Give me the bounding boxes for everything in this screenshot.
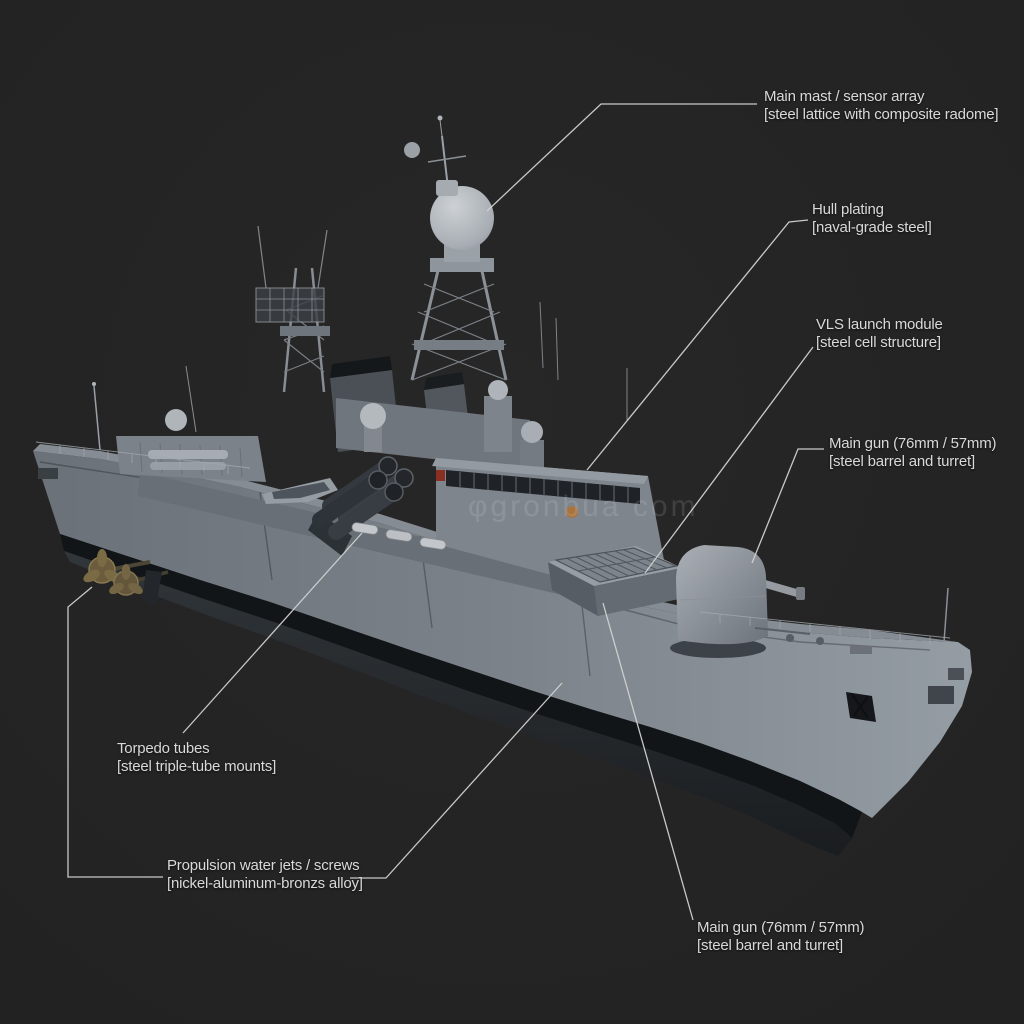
watermark: φgronbua com	[468, 490, 699, 523]
main-gun	[670, 545, 805, 658]
callout-main-gun-right: Main gun (76mm / 57mm) [steel barrel and…	[829, 435, 997, 470]
leader-torpedo-tubes	[182, 532, 363, 734]
rhib-boat	[262, 478, 338, 504]
vls-module	[548, 546, 684, 616]
callout-spec: [steel triple-tube mounts]	[117, 757, 277, 775]
callout-spec: [steel barrel and turret]	[829, 452, 975, 470]
callout-spec: [steel cell structure]	[816, 333, 941, 351]
propellers	[83, 549, 169, 606]
life-raft-canisters	[351, 470, 447, 550]
callout-title: VLS launch module	[816, 316, 943, 333]
aft-deckhouse	[38, 365, 266, 482]
callout-title: Propulsion water jets / screws	[167, 857, 360, 874]
leader-hull-plating	[586, 219, 809, 471]
railings	[35, 441, 951, 645]
bow-details	[754, 587, 964, 722]
callout-spec: [naval-grade steel]	[812, 218, 932, 236]
leader-propulsion-right	[350, 682, 563, 879]
torpedo-tube-mount	[308, 456, 414, 556]
bridge-windows	[446, 470, 640, 504]
callout-hull-plating: Hull plating [naval-grade steel]	[812, 201, 932, 236]
main-mast-tower	[404, 115, 628, 420]
ship-illustration	[33, 115, 972, 856]
callout-title: Main mast / sensor array	[764, 88, 925, 105]
midships-deckhouse	[138, 472, 620, 608]
aft-mast	[255, 225, 330, 393]
leader-main-gun-right	[751, 448, 824, 564]
gun-turret	[676, 545, 768, 645]
leader-vls	[644, 346, 814, 574]
leader-main-mast	[486, 103, 757, 212]
waterline-band	[60, 534, 862, 838]
callout-title: Hull plating	[812, 201, 884, 218]
leader-lines	[67, 103, 824, 921]
callout-main-gun-bottom: Main gun (76mm / 57mm) [steel barrel and…	[697, 919, 865, 954]
radome	[430, 186, 494, 250]
hull-side	[33, 451, 972, 818]
callout-spec: [steel barrel and turret]	[697, 936, 843, 954]
callout-title: Main gun (76mm / 57mm)	[697, 919, 865, 936]
hull-underside	[64, 551, 852, 856]
callout-title: Main gun (76mm / 57mm)	[829, 435, 997, 452]
leader-propulsion-left	[67, 586, 163, 878]
callout-vls-module: VLS launch module [steel cell structure]	[816, 316, 943, 351]
leader-main-gun-bottom	[602, 602, 694, 921]
callout-spec: [steel lattice with composite radome]	[764, 105, 999, 123]
callout-spec: [nickel-aluminum-bronzs alloy]	[167, 874, 363, 892]
crest	[566, 506, 578, 518]
mid-superstructure	[336, 380, 544, 470]
callout-torpedo-tubes: Torpedo tubes [steel triple-tube mounts]	[117, 740, 276, 775]
callout-propulsion: Propulsion water jets / screws [nickel-a…	[167, 857, 363, 892]
callout-main-mast: Main mast / sensor array [steel lattice …	[764, 88, 999, 123]
callout-title: Torpedo tubes	[117, 740, 210, 757]
